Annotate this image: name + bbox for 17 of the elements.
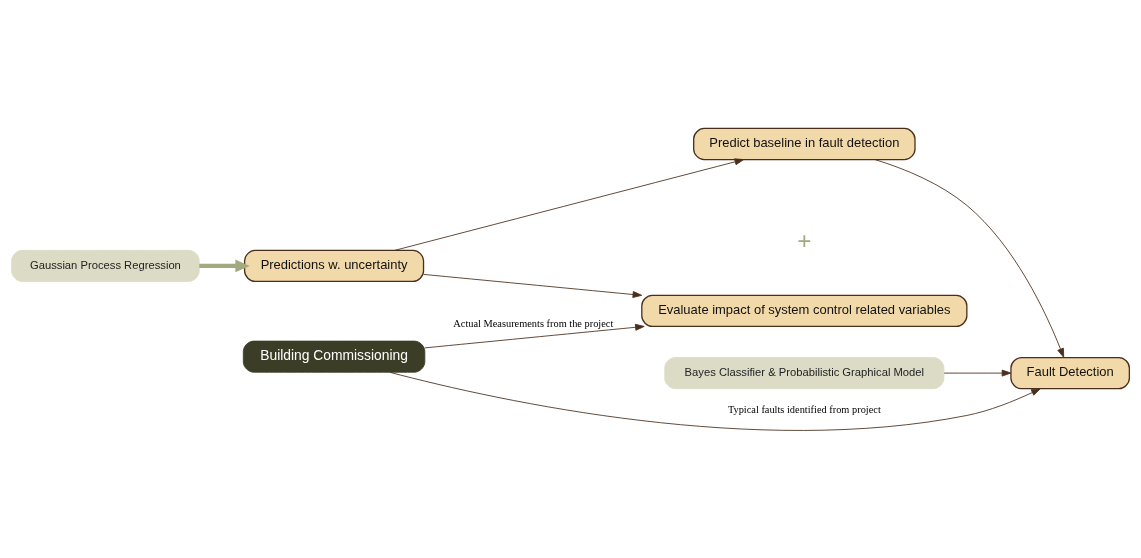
arrow — [394, 157, 745, 251]
node-box: Gaussian Process Regression — [11, 249, 200, 282]
node-box: Building Commissioning — [242, 340, 426, 373]
label: + — [797, 226, 812, 254]
node-box: Predictions w. uncertainty — [243, 249, 425, 282]
arrow — [874, 158, 1065, 358]
arrow — [423, 273, 643, 298]
node-box: Predict baseline in fault detection — [693, 127, 916, 160]
node-box: Evaluate impact of system control related variables — [641, 294, 968, 327]
arrow — [199, 259, 250, 272]
node-box: Fault Detection — [1010, 356, 1130, 389]
edge-label: Typical faults identified from project — [727, 403, 881, 415]
node-box: Bayes Classifier & Probabilistic Graphical Model — [664, 356, 945, 389]
edge-label: Actual Measurements from the project — [453, 317, 614, 329]
arrow — [389, 371, 1041, 431]
arrow — [943, 369, 1012, 377]
arrow — [424, 323, 645, 348]
